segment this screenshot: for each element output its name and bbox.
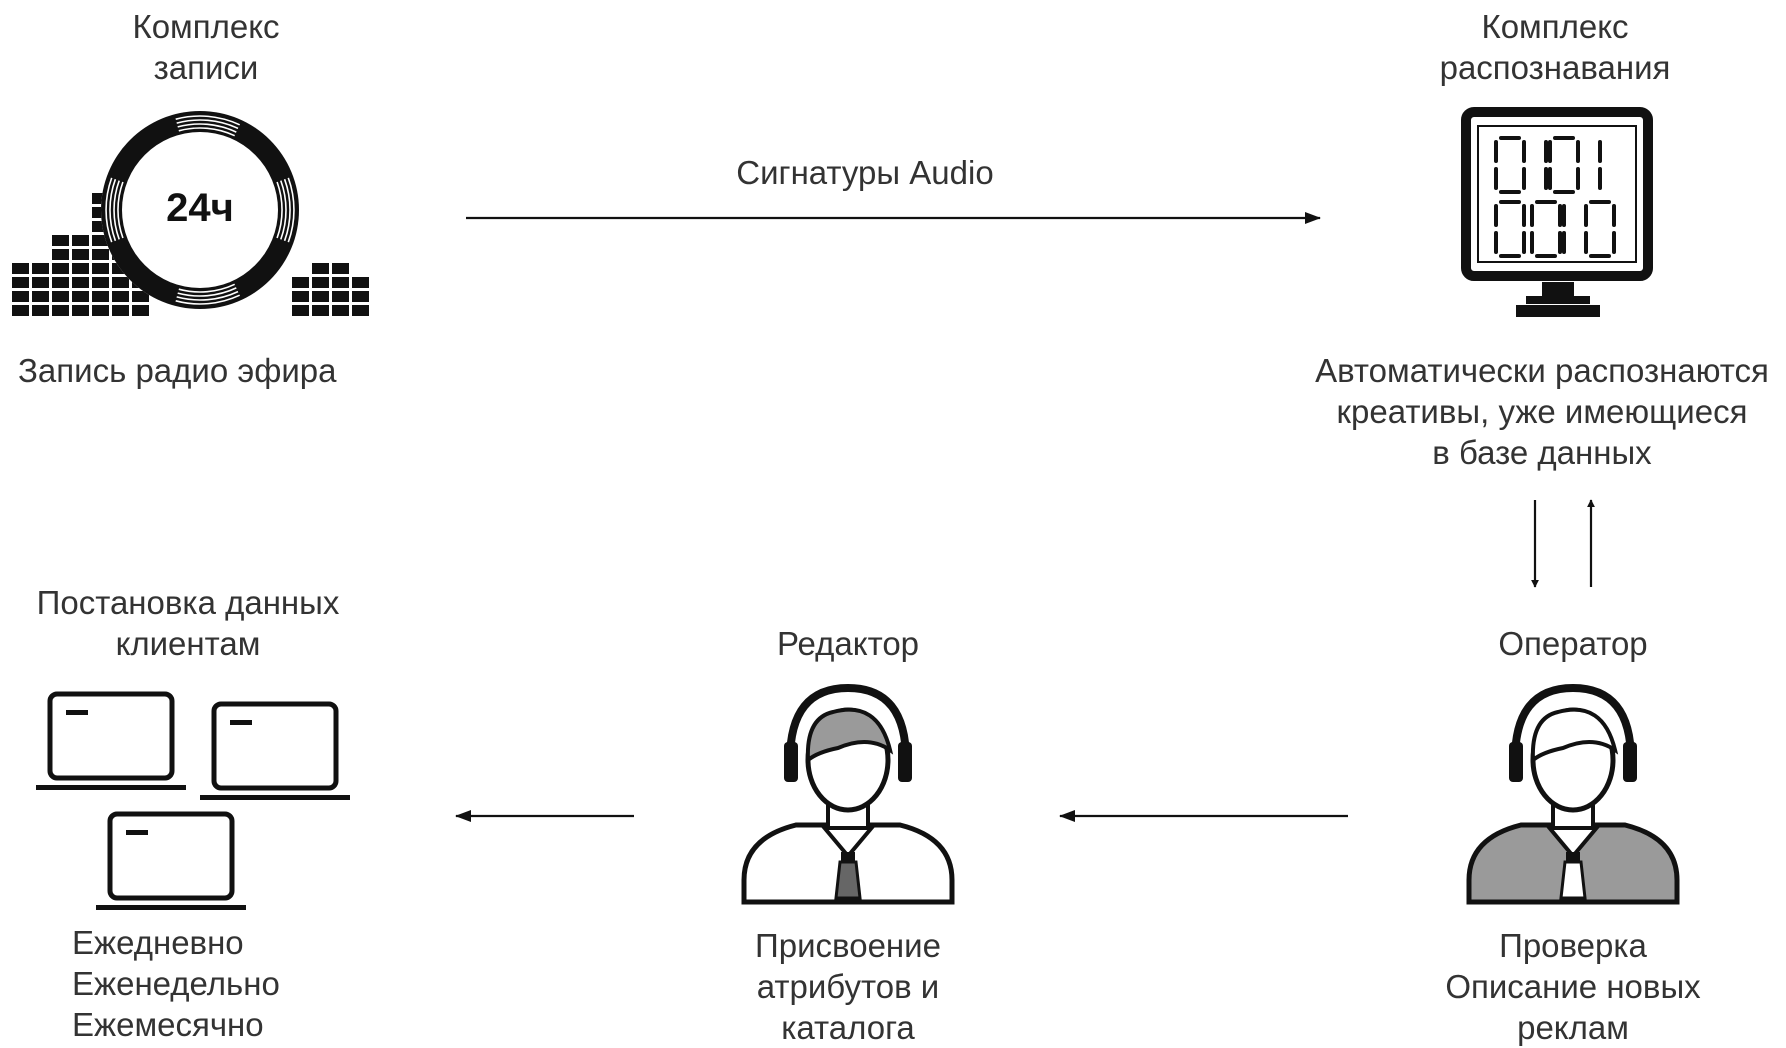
clients-caption-line-1: Ежедневно xyxy=(72,924,244,961)
recognition-title-line-2: распознавания xyxy=(1439,49,1671,86)
audio-equalizer-reel-icon xyxy=(12,111,369,316)
clients-title-line-2: клиентам xyxy=(115,625,261,662)
operator-title: Оператор xyxy=(1498,625,1648,662)
recording-caption: Запись радио эфира xyxy=(18,352,337,389)
clients-title-line-1: Постановка данных xyxy=(36,584,340,621)
binary-monitor-icon xyxy=(1461,107,1653,317)
editor-caption: Присвоение атрибутов и каталога xyxy=(690,925,1006,1048)
clients-caption: Ежедневно Еженедельно Ежемесячно xyxy=(72,922,280,1045)
recognition-title: Комплекс распознавания xyxy=(1395,6,1715,88)
recognition-caption-line-1: Автоматически распознаются xyxy=(1315,352,1769,389)
clients-caption-line-3: Ежемесячно xyxy=(72,1006,264,1043)
edge-label-signatures: Сигнатуры Audio xyxy=(736,154,994,191)
recording-title: Комплекс записи xyxy=(106,6,306,88)
recording-badge: 24ч xyxy=(166,186,234,230)
laptops-icon xyxy=(36,694,350,910)
clients-title: Постановка данных клиентам xyxy=(8,582,368,664)
recognition-caption-line-3: в базе данных xyxy=(1432,434,1652,471)
editor-headset-icon xyxy=(741,683,955,905)
operator-caption-line-2: Описание новых xyxy=(1445,968,1701,1005)
recording-title-line-2: записи xyxy=(153,49,259,86)
recording-title-line-1: Комплекс xyxy=(132,8,280,45)
recognition-title-line-1: Комплекс xyxy=(1481,8,1629,45)
operator-headset-icon xyxy=(1466,683,1680,905)
recognition-caption-line-2: креативы, уже имеющиеся xyxy=(1336,393,1748,430)
editor-caption-line-1: Присвоение xyxy=(755,927,941,964)
editor-title: Редактор xyxy=(776,625,920,662)
operator-caption-line-3: реклам xyxy=(1517,1009,1629,1046)
recognition-caption: Автоматически распознаются креативы, уже… xyxy=(1300,350,1784,473)
operator-caption-line-1: Проверка xyxy=(1499,927,1647,964)
editor-caption-line-2: атрибутов и xyxy=(756,968,940,1005)
clients-caption-line-2: Еженедельно xyxy=(72,965,280,1002)
operator-caption: Проверка Описание новых реклам xyxy=(1403,925,1743,1048)
editor-caption-line-3: каталога xyxy=(781,1009,915,1046)
